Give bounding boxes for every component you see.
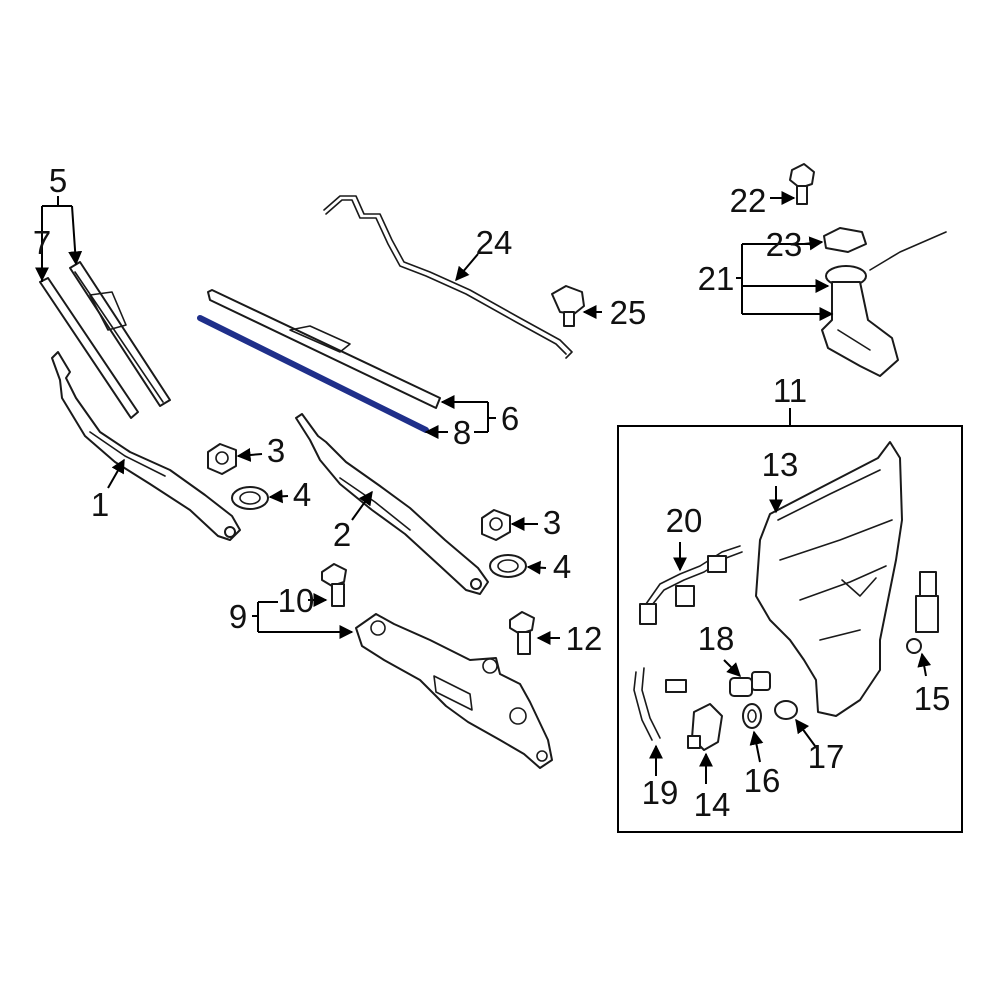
callout-2: 2	[333, 516, 351, 553]
callout-23: 23	[766, 226, 803, 263]
callout-10: 10	[278, 582, 315, 619]
cap-part-17[interactable]	[774, 700, 798, 720]
callout-12: 12	[566, 620, 603, 657]
nut-part-3-left[interactable]	[207, 443, 237, 475]
callout-17: 17	[808, 738, 845, 775]
callout-24: 24	[476, 224, 513, 261]
connector-part-18[interactable]	[729, 671, 771, 697]
cap-part-4-right[interactable]	[489, 554, 527, 578]
callout-19: 19	[642, 774, 679, 811]
callout-labels: 5 7 1 3 4 2 3 4 24 25 6 8 22 23 21 11 13…	[33, 162, 951, 823]
callout-18: 18	[698, 620, 735, 657]
bolt-part-10[interactable]	[321, 563, 347, 607]
callout-22: 22	[730, 182, 767, 219]
filler-neck-part-21[interactable]	[821, 231, 947, 377]
nut-part-3-right[interactable]	[481, 509, 511, 541]
callout-11: 11	[773, 372, 807, 409]
callout-13: 13	[762, 446, 799, 483]
bolt-part-22[interactable]	[789, 163, 815, 205]
callout-8: 8	[453, 414, 471, 451]
wiper-blade-insert-part-8[interactable]	[197, 315, 429, 433]
washer-pump-part-14[interactable]	[687, 703, 723, 751]
callout-21: 21	[698, 260, 735, 297]
washer-hose-part-19[interactable]	[633, 667, 687, 741]
callout-15: 15	[914, 680, 951, 717]
washer-reservoir-part-13[interactable]	[755, 441, 903, 717]
wiper-arm-part-1[interactable]	[51, 351, 241, 541]
callout-7: 7	[33, 224, 51, 261]
wiper-blade-part-6[interactable]	[207, 289, 441, 409]
callout-16: 16	[744, 762, 781, 799]
callout-1: 1	[91, 486, 109, 523]
callout-3-left: 3	[267, 432, 285, 469]
callout-14: 14	[694, 786, 731, 823]
wiring-harness-part-20[interactable]	[639, 545, 743, 625]
filler-cap-part-23[interactable]	[823, 227, 867, 253]
level-sensor-part-15[interactable]	[906, 571, 939, 654]
bolt-part-12[interactable]	[509, 611, 535, 655]
washer-hose-part-24[interactable]	[323, 195, 573, 359]
callout-4-right: 4	[553, 548, 571, 585]
callout-20: 20	[666, 502, 703, 539]
callout-6: 6	[501, 400, 519, 437]
washer-nozzle-part-25[interactable]	[551, 285, 585, 327]
callout-9: 9	[229, 598, 247, 635]
cap-part-4-left[interactable]	[231, 486, 269, 510]
wiper-arm-part-2[interactable]	[295, 413, 489, 595]
callout-3-right: 3	[543, 504, 561, 541]
callout-25: 25	[610, 294, 647, 331]
callout-4-left: 4	[293, 476, 311, 513]
wiper-linkage-part-9[interactable]	[355, 613, 553, 769]
grommet-part-16[interactable]	[742, 703, 762, 729]
callout-5: 5	[49, 162, 67, 199]
leader-lines	[35, 191, 932, 784]
